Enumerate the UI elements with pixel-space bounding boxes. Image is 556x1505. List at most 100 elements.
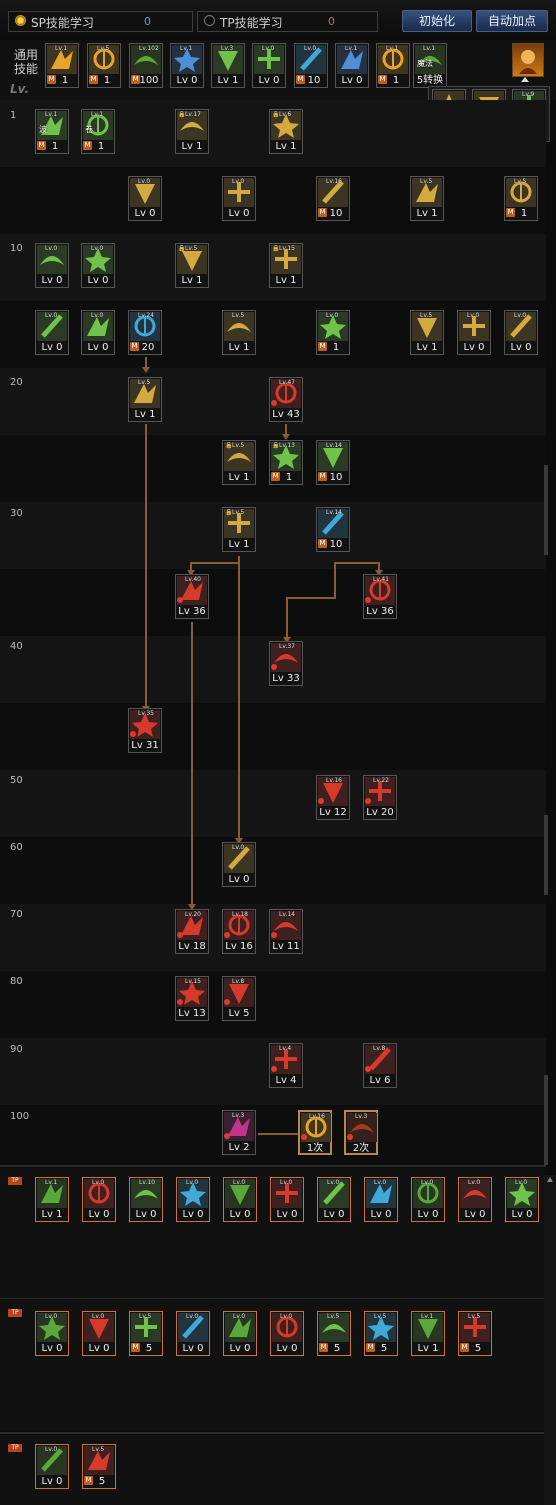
expand-arrow-icon[interactable]	[521, 77, 529, 82]
tab-sp-skill[interactable]: SP技能学习 0	[8, 11, 193, 32]
skill-icon	[318, 509, 348, 538]
reset-button[interactable]: 初始化	[402, 10, 472, 32]
character-portrait[interactable]	[512, 43, 544, 77]
tab-tp-skill[interactable]: TP技能学习 0	[197, 11, 378, 32]
auto-allocate-button[interactable]: 自动加点	[476, 10, 548, 32]
tab-sp-label: SP技能学习	[31, 16, 94, 30]
skill-required-level: Lv.0	[280, 1179, 293, 1186]
tree-connector	[334, 562, 336, 597]
awakening-dot-icon	[224, 932, 230, 938]
skill-level-value: 1	[520, 208, 528, 219]
level-marker: 40	[10, 641, 23, 652]
tree-scrollbar-thumb[interactable]	[544, 465, 548, 555]
tree-scrollbar-thumb[interactable]	[544, 815, 548, 895]
skill-level-value: 1	[285, 472, 293, 483]
tree-scrollbar-thumb[interactable]	[544, 1075, 548, 1165]
scroll-up-icon[interactable]	[547, 1177, 553, 1182]
tree-arrow-icon	[375, 570, 383, 576]
master-badge-icon: M	[318, 342, 327, 351]
tp-scrollbar[interactable]	[544, 1175, 556, 1505]
skill-level-value: 1次	[306, 1143, 324, 1154]
